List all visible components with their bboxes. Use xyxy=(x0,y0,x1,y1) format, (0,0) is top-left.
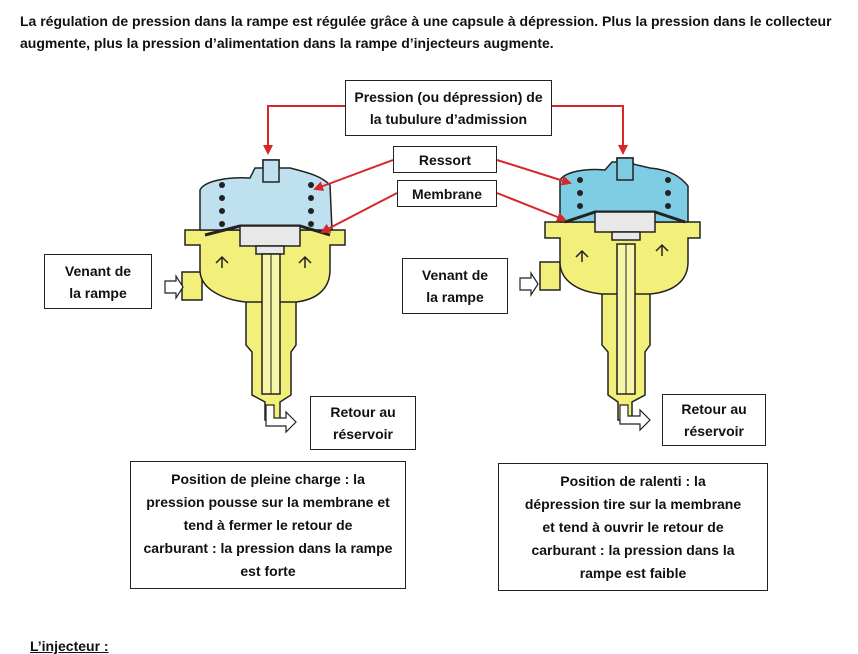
label-venant-left: Venant de la rampe xyxy=(44,254,152,309)
label-pression: Pression (ou dépression) de la tubulure … xyxy=(345,80,552,136)
arrow-ressort-left xyxy=(313,159,394,191)
arrow-pression-left xyxy=(263,105,345,155)
caption-left: Position de pleine charge : la pression … xyxy=(130,461,406,589)
arrow-membrane-right xyxy=(496,192,567,222)
arrow-pression-right xyxy=(552,105,628,155)
intro-text: La régulation de pression dans la rampe … xyxy=(20,13,832,51)
left-inlet-pipe xyxy=(181,271,203,301)
left-spring xyxy=(219,182,314,227)
arrow-membrane-left xyxy=(320,192,398,233)
label-retour-left: Retour au réservoir xyxy=(310,396,416,450)
left-vacuum-nozzle xyxy=(262,159,280,183)
label-ressort: Ressort xyxy=(393,146,497,173)
regulator-right xyxy=(519,157,701,432)
right-vacuum-nozzle xyxy=(616,157,634,181)
label-retour-right: Retour au réservoir xyxy=(662,394,766,446)
regulator-left xyxy=(164,159,346,434)
label-venant-right: Venant de la rampe xyxy=(402,258,508,314)
arrow-ressort-right xyxy=(496,159,572,186)
caption-right: Position de ralenti : la dépression tire… xyxy=(498,463,768,591)
right-spring xyxy=(577,177,671,209)
section-heading-injecteur: L’injecteur : xyxy=(30,638,109,654)
label-membrane: Membrane xyxy=(397,180,497,207)
leader-arrows xyxy=(263,105,628,233)
right-inlet-pipe xyxy=(539,261,561,291)
